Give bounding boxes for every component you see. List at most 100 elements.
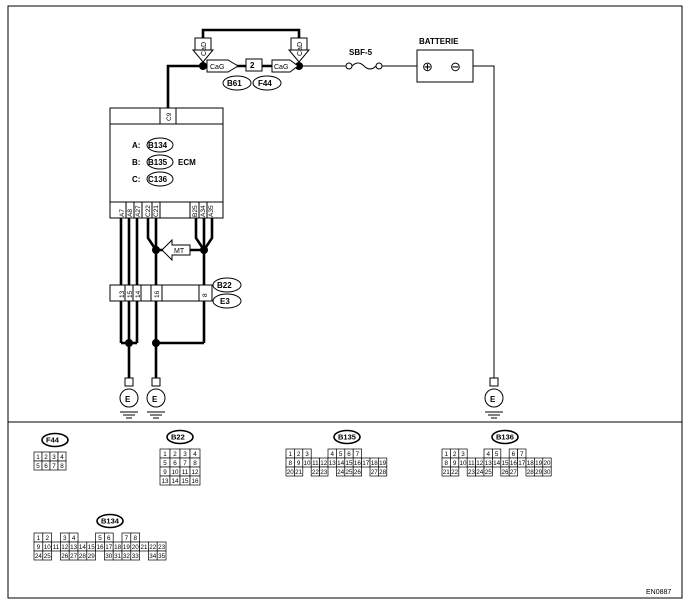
connector-pin-number: 8 <box>60 463 64 470</box>
connector-pin-number: 13 <box>70 544 78 551</box>
connector-pin-number: 6 <box>347 451 351 458</box>
connector-face-name: B134 <box>101 517 120 526</box>
ecm-pin-b25: B25 <box>192 205 199 217</box>
connector-pin-number: 2 <box>45 535 49 542</box>
connector-pin-number: 7 <box>520 451 524 458</box>
connector-pin-number: 14 <box>79 544 87 551</box>
connector-pin-number: 24 <box>337 469 345 476</box>
f44-connector-tag <box>252 75 282 91</box>
svg-text:E: E <box>125 395 131 404</box>
svg-text:B:: B: <box>132 158 140 167</box>
connector-pin-number: 25 <box>485 469 493 476</box>
connector-pin-number: 12 <box>191 469 199 476</box>
connector-pin-number: 14 <box>337 460 345 467</box>
battery-plus-icon: ⊕ <box>422 59 433 74</box>
connector-pin-number: 10 <box>303 460 311 467</box>
connector-pin-number: 8 <box>288 460 292 467</box>
connector-pin-number: 31 <box>114 553 122 560</box>
connector-pin-number: 15 <box>181 478 189 485</box>
connector-pin-number: 21 <box>140 544 148 551</box>
connector-pin-number: 7 <box>183 460 187 467</box>
connector-pin-number: 1 <box>37 535 41 542</box>
connector-pin-number: 1 <box>36 454 40 461</box>
diagram-code: EN0887 <box>646 589 671 596</box>
connector-pin-number: 11 <box>312 460 319 467</box>
connector-pin-number: 19 <box>379 460 387 467</box>
connector-pin-number: 5 <box>36 463 40 470</box>
connector-pin-number: 30 <box>105 553 113 560</box>
connector-pin-number: 13 <box>329 460 337 467</box>
connector-pin-number: 20 <box>287 469 295 476</box>
connector-pin-number: 6 <box>107 535 111 542</box>
connector-pin-number: 3 <box>52 454 56 461</box>
connector-pin-number: 26 <box>501 469 509 476</box>
joint-pin-8: 8 <box>202 293 209 297</box>
connector-pin-number: 13 <box>485 460 493 467</box>
b22-label: B22 <box>217 281 232 290</box>
connector-pin-number: 21 <box>295 469 303 476</box>
connector-pin-number: 8 <box>133 535 137 542</box>
connector-pin-number: 12 <box>320 460 328 467</box>
cad-label-left: CaD <box>201 42 208 56</box>
connector-pin-number: 7 <box>125 535 129 542</box>
splice-dot-left <box>199 62 207 70</box>
connector-face-name: B136 <box>496 433 514 442</box>
ecm-pin-a35: A35 <box>208 205 215 217</box>
battery-label: BATTERIE <box>419 37 459 46</box>
svg-text:E: E <box>490 395 496 404</box>
connector-pin-number: 5 <box>339 451 343 458</box>
connector-pin-number: 15 <box>501 460 509 467</box>
diagram-frame <box>7 5 683 599</box>
connector-pin-number: 4 <box>72 535 76 542</box>
connector-pin-number: 22 <box>149 544 157 551</box>
connector-pin-number: 1 <box>288 451 292 458</box>
ecm-pin-a7: A7 <box>119 209 126 217</box>
connector-pin-number: 7 <box>356 451 360 458</box>
connector-pin-number: 6 <box>173 460 177 467</box>
ground-symbol-3: E <box>484 377 504 419</box>
connector-pin-number: 12 <box>476 460 484 467</box>
connector-pin-number: 5 <box>495 451 499 458</box>
connector-pin-number: 6 <box>44 463 48 470</box>
connector-pin-number: 28 <box>79 553 87 560</box>
ecm-pin-a34: A34 <box>200 205 207 217</box>
svg-text:C:: C: <box>132 175 140 184</box>
inline-connector-pin: 2 <box>250 61 255 70</box>
connector-pin-number: 3 <box>63 535 67 542</box>
connector-pin-number: 21 <box>443 469 451 476</box>
connector-pin-number: 10 <box>44 544 52 551</box>
connector-pin-number: 18 <box>114 544 122 551</box>
connector-pin-number: 23 <box>468 469 476 476</box>
connector-pin-number: 7 <box>52 463 56 470</box>
connector-pin-number: 9 <box>297 460 301 467</box>
connector-pin-number: 5 <box>163 460 167 467</box>
connector-pin-number: 4 <box>60 454 64 461</box>
connector-pin-number: 29 <box>535 469 543 476</box>
ecm-pin-c9: C9 <box>166 112 173 121</box>
joint-pin-16: 16 <box>154 290 161 298</box>
connector-pin-number: 2 <box>453 451 457 458</box>
connector-pin-number: 9 <box>453 460 457 467</box>
ecm-row-a: A: B134 <box>132 137 174 153</box>
fuse-label: SBF-5 <box>349 48 373 57</box>
connector-pin-number: 24 <box>476 469 484 476</box>
connector-pin-number: 22 <box>312 469 320 476</box>
connector-pin-number: 16 <box>354 460 362 467</box>
b22-connector-tag <box>212 277 242 293</box>
connector-pin-number: 15 <box>345 460 353 467</box>
fuse-sbf5 <box>345 62 383 70</box>
connector-pin-number: 19 <box>535 460 543 467</box>
connector-pin-number: 17 <box>105 544 113 551</box>
ecm-pin-a27: A27 <box>135 205 142 217</box>
connector-pin-number: 27 <box>371 469 379 476</box>
cad-jumper-wire <box>201 28 301 48</box>
splice-dot-right <box>295 62 303 70</box>
connector-pin-number: 25 <box>345 469 353 476</box>
joint-pin-dividers <box>124 285 200 301</box>
connector-pin-number: 4 <box>330 451 334 458</box>
ecm-pin-c21: C21 <box>153 205 160 217</box>
connector-pin-number: 10 <box>171 469 179 476</box>
connector-pin-number: 14 <box>493 460 501 467</box>
